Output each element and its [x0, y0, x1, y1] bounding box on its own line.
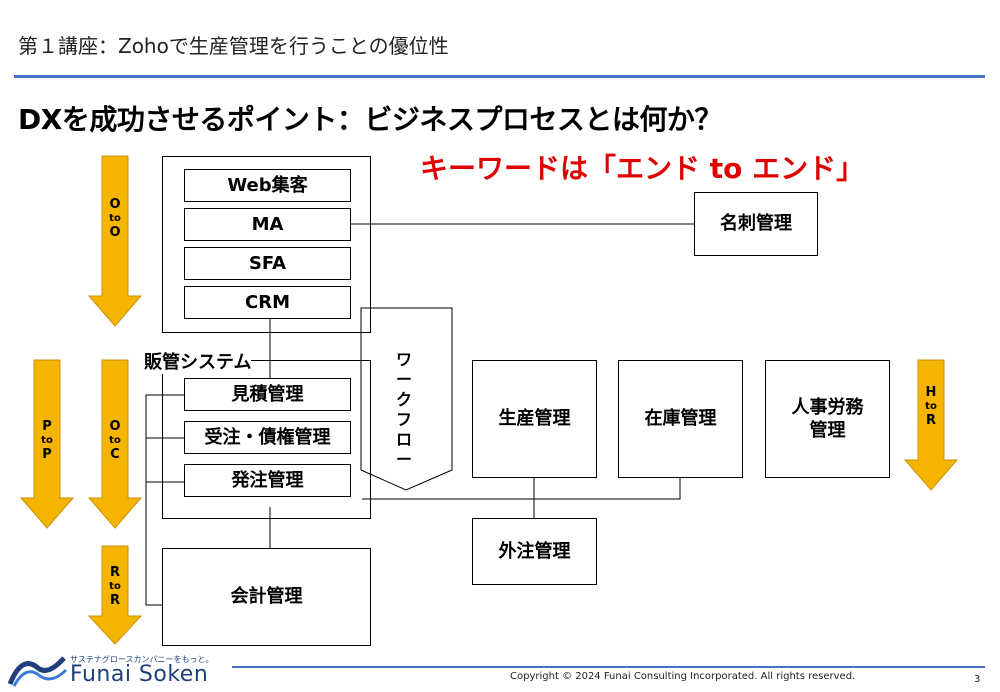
pto-p-label: P to P: [41, 419, 53, 462]
bottom-divider: [232, 666, 985, 668]
sales-system-label: 販管システム: [144, 348, 252, 374]
pto-p-arrow: [19, 359, 75, 529]
web-marketing-box: Web集客: [184, 169, 351, 202]
business-card-box: 名刺管理: [694, 192, 818, 256]
marketing-group-frame: [162, 156, 371, 333]
purchase-box: 発注管理: [184, 464, 351, 497]
rto-r-arrow: [87, 545, 143, 645]
page-number: 3: [974, 674, 981, 685]
workflow-label: ワ ー ク フ ロ ー: [395, 350, 412, 469]
workflow-shape: [360, 307, 453, 491]
estimate-box: 見積管理: [184, 378, 351, 411]
slide-heading: DXを成功させるポイント：ビジネスプロセスとは何か？: [18, 103, 722, 136]
sfa-box: SFA: [184, 247, 351, 280]
hto-r-arrow: [903, 359, 959, 491]
ma-box: MA: [184, 208, 351, 241]
hr-box: 人事労務 管理: [765, 360, 890, 478]
oto-c-label: O to C: [109, 419, 121, 462]
hto-r-label: H to R: [925, 385, 937, 428]
brand-name: Funai Soken: [70, 662, 209, 687]
top-divider: [14, 75, 985, 78]
oto-c-arrow: [87, 359, 143, 529]
sales-system-frame: [162, 360, 371, 519]
production-box: 生産管理: [472, 360, 597, 478]
orders-receivables-box: 受注・債権管理: [184, 421, 351, 454]
oto-o-arrow: [87, 155, 143, 327]
brand-tagline: サステナグロースカンパニーをもっと。: [70, 655, 214, 664]
copyright-text: Copyright © 2024 Funai Consulting Incorp…: [510, 671, 856, 682]
keyword-callout: キーワードは「エンド to エンド」: [420, 152, 865, 185]
outsourcing-box: 外注管理: [472, 518, 597, 585]
accounting-box: 会計管理: [162, 548, 371, 646]
rto-r-label: R to R: [109, 565, 121, 608]
oto-o-label: O to O: [109, 197, 121, 240]
crm-box: CRM: [184, 286, 351, 319]
lecture-subtitle: 第１講座：Zohoで生産管理を行うことの優位性: [18, 34, 449, 58]
funai-logo-icon: [8, 656, 68, 687]
inventory-box: 在庫管理: [618, 360, 743, 478]
